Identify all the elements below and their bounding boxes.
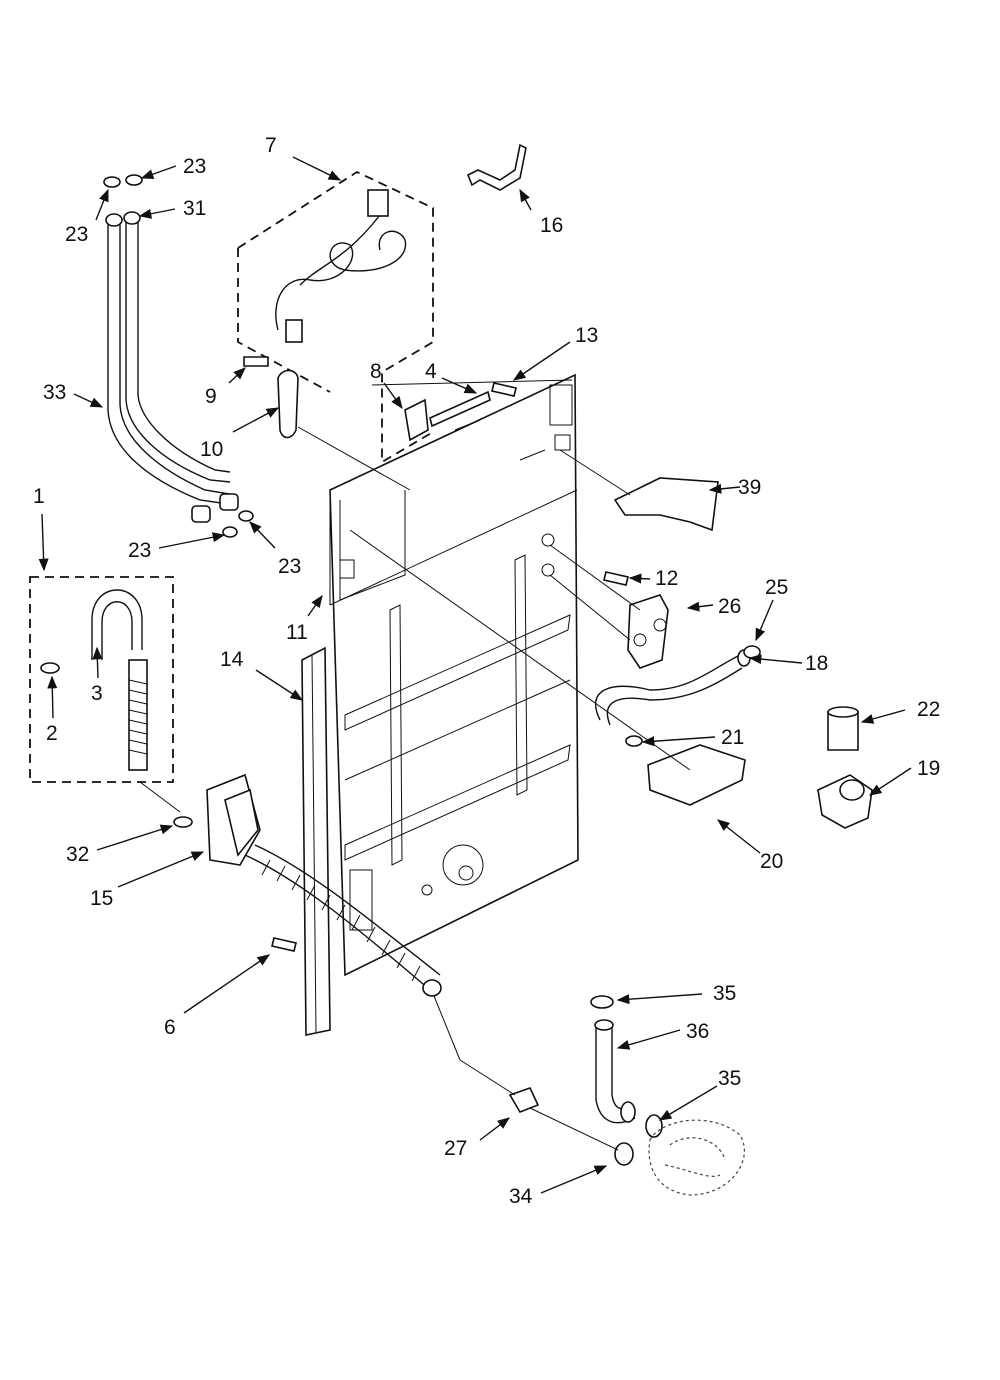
callout-3: 3 xyxy=(91,682,103,705)
callout-2: 2 xyxy=(46,722,58,745)
callout-10: 10 xyxy=(200,438,223,461)
drain-hose-kit xyxy=(29,576,174,783)
callout-18: 18 xyxy=(805,652,828,675)
callout-26: 26 xyxy=(718,595,741,618)
callout-9: 9 xyxy=(205,385,217,408)
power-cord-kit xyxy=(237,170,434,464)
callout-22: 22 xyxy=(917,698,940,721)
callout-12: 12 xyxy=(655,567,678,590)
hose-guide xyxy=(173,773,442,997)
callout-23: 23 xyxy=(65,223,88,246)
callout-35: 35 xyxy=(713,982,736,1005)
callout-33: 33 xyxy=(43,381,66,404)
inlet-hoses xyxy=(103,174,254,538)
callout-19: 19 xyxy=(917,757,940,780)
callout-21: 21 xyxy=(721,726,744,749)
callout-31: 31 xyxy=(183,197,206,220)
callout-32: 32 xyxy=(66,843,89,866)
callout-16: 16 xyxy=(540,214,563,237)
callout-35: 35 xyxy=(718,1067,741,1090)
callout-27: 27 xyxy=(444,1137,467,1160)
side-channel xyxy=(301,646,331,1036)
callout-39: 39 xyxy=(738,476,761,499)
rear-panel xyxy=(329,373,579,977)
callout-23: 23 xyxy=(128,539,151,562)
callout-36: 36 xyxy=(686,1020,709,1043)
callout-15: 15 xyxy=(90,887,113,910)
callout-20: 20 xyxy=(760,850,783,873)
callout-7: 7 xyxy=(265,134,277,157)
callout-34: 34 xyxy=(509,1185,533,1208)
callout-14: 14 xyxy=(220,648,244,671)
callout-1: 1 xyxy=(33,485,45,508)
small-parts xyxy=(243,143,873,1196)
callout-6: 6 xyxy=(164,1016,176,1039)
callout-11: 11 xyxy=(286,621,308,644)
callout-13: 13 xyxy=(575,324,598,347)
callout-8: 8 xyxy=(370,360,382,383)
callout-25: 25 xyxy=(765,576,788,599)
leader-lines xyxy=(38,156,912,1194)
callout-23: 23 xyxy=(183,155,206,178)
callout-23: 23 xyxy=(278,555,301,578)
callout-labels: 7 23 23 31 16 13 8 4 33 9 10 1 39 23 23 … xyxy=(33,134,940,1208)
callout-4: 4 xyxy=(425,360,437,383)
